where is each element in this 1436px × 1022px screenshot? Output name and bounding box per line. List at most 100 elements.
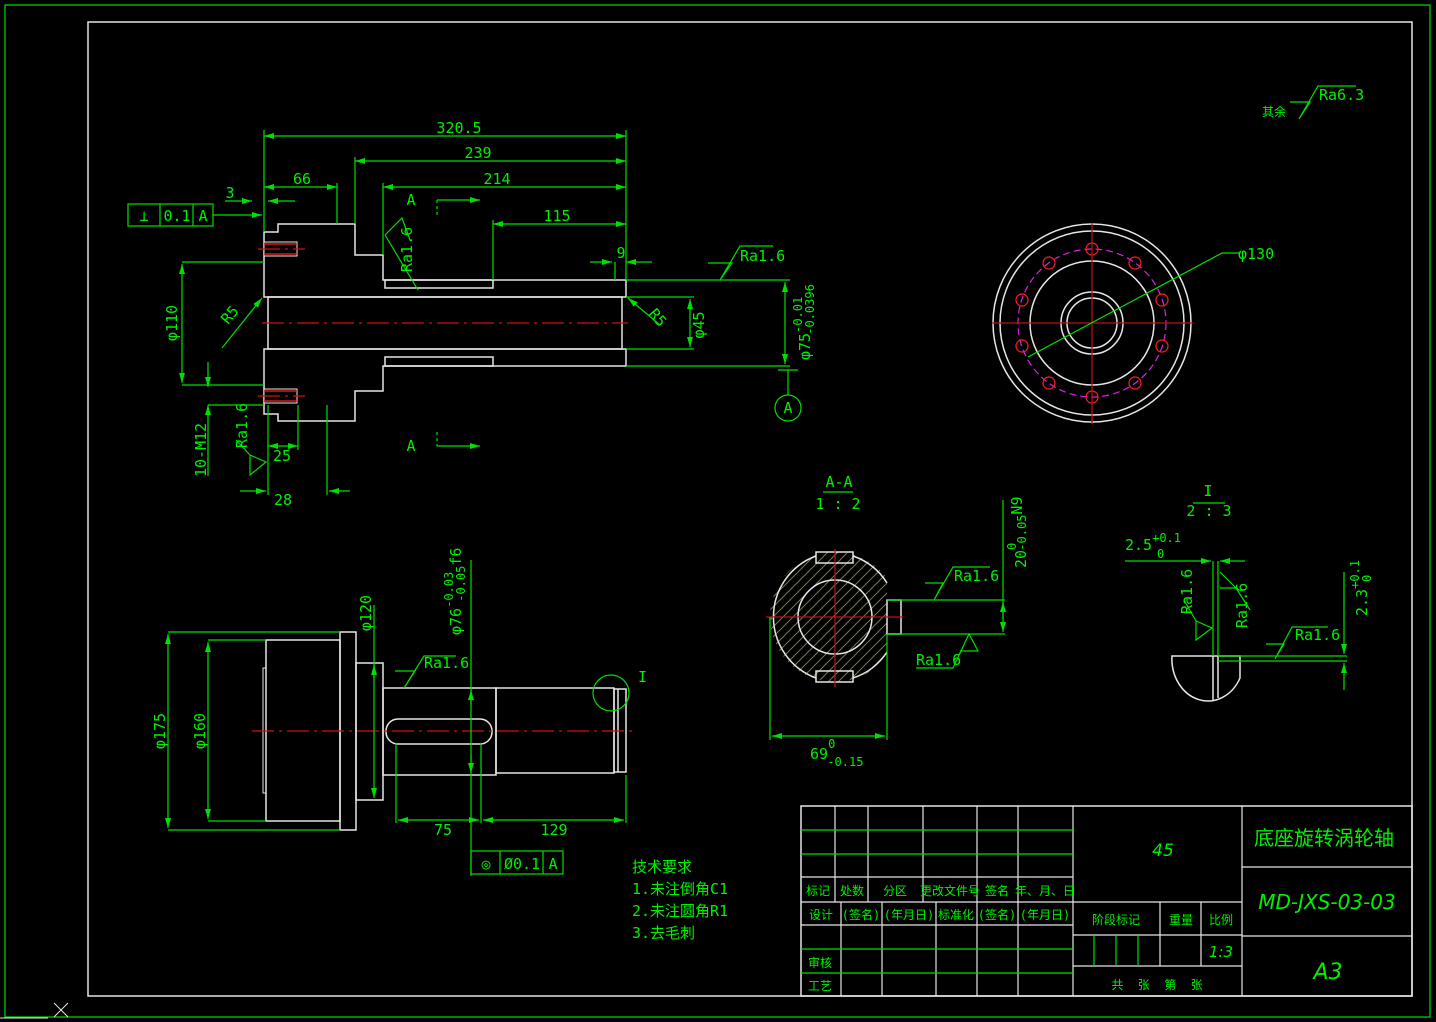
tb-standardization: 标准化 <box>938 908 974 922</box>
dim-d110: φ110 <box>163 305 181 341</box>
gdt-perpendicularity-tolerance: 0.1 <box>163 207 190 225</box>
tech-requirement-2: 2.未注圆角R1 <box>632 902 728 920</box>
dim-d76: φ76-0.03-0.05f6 <box>442 548 468 635</box>
gdt-perpendicularity-datum: A <box>198 207 207 225</box>
tb-drawing-number: MD-JXS-03-03 <box>1258 890 1396 914</box>
gdt-concentricity-symbol: ◎ <box>481 855 490 873</box>
tb-header-change-doc: 更改文件号 <box>920 883 980 898</box>
ucs-icon <box>0 1002 69 1019</box>
main-section-view <box>258 223 628 422</box>
section-aa-scale: 1 : 2 <box>815 495 860 513</box>
tb-std-date: (年月日) <box>1020 908 1070 922</box>
dim-d160: φ160 <box>191 713 209 749</box>
tb-ratio: 比例 <box>1209 913 1233 927</box>
section-mark-bottom: A <box>406 437 415 455</box>
side-view <box>252 631 632 831</box>
dim-214: 214 <box>483 170 510 188</box>
dim-overall-length: 320.5 <box>436 119 481 137</box>
tb-sheet-size: A3 <box>1311 960 1342 985</box>
tb-design-signature: (签名) <box>842 907 880 922</box>
tech-requirements-title: 技术要求 <box>632 858 692 876</box>
dim-115: 115 <box>543 207 570 225</box>
detail-i-view <box>1171 655 1241 702</box>
general-roughness-label: 其余 <box>1262 104 1286 119</box>
tech-requirement-1: 1.未注倒角C1 <box>632 880 728 898</box>
tb-material: 45 <box>1152 841 1174 861</box>
pcd-label: φ130 <box>1238 245 1274 263</box>
dim-2-3: 2.3+0.10 <box>1348 560 1374 616</box>
roughness-i-2: Ra1.6 <box>1233 583 1251 628</box>
tb-sheets: 共 张 第 张 <box>1111 978 1202 992</box>
hatched-body-bottom <box>263 348 627 422</box>
tb-header-zone: 分区 <box>883 884 907 898</box>
dim-25: 25 <box>273 447 291 465</box>
roughness-main-2: Ra1.6 <box>398 227 416 272</box>
keyway-top <box>384 279 494 289</box>
dim-20-keyway: 200-0.05N9 <box>1005 497 1030 568</box>
main-view-dimensions <box>179 130 798 495</box>
dim-d75: φ75-0.01-0.0396 <box>791 284 817 360</box>
dim-3: 3 <box>225 184 234 202</box>
tb-part-name: 底座旋转涡轮轴 <box>1254 826 1394 850</box>
dim-239: 239 <box>464 144 491 162</box>
tb-stage-mark: 阶段标记 <box>1092 912 1140 927</box>
tb-header-mark: 标记 <box>806 884 830 898</box>
tb-design: 设计 <box>809 908 833 922</box>
end-view <box>992 223 1240 424</box>
detail-i-circle <box>592 674 630 712</box>
roughness-main-3: Ra1.6 <box>233 403 251 448</box>
roughness-main-1: Ra1.6 <box>740 247 785 265</box>
title-block <box>800 805 1413 997</box>
section-aa-view <box>766 549 903 687</box>
dim-9: 9 <box>616 244 625 262</box>
tb-header-count: 处数 <box>840 883 864 898</box>
tb-std-signature: (签名) <box>978 907 1016 922</box>
section-mark-top: A <box>406 191 415 209</box>
side-view-dimensions <box>165 560 630 876</box>
tb-scale-value: 1:3 <box>1209 943 1233 961</box>
keyway-bottom <box>384 356 494 367</box>
dim-129: 129 <box>540 821 567 839</box>
tb-review: 审核 <box>808 955 832 970</box>
thread-callout: 10-M12 <box>192 423 210 477</box>
tb-header-date: 年、月、日 <box>1015 884 1075 898</box>
section-aa-dimensions <box>769 491 1006 740</box>
roughness-aa-1: Ra1.6 <box>954 567 999 585</box>
dim-d45: φ45 <box>690 311 708 338</box>
tech-requirement-3: 3.去毛刺 <box>632 924 695 942</box>
dim-66: 66 <box>293 170 311 188</box>
radius-right: R5 <box>645 305 670 330</box>
tb-header-signature: 签名 <box>985 883 1009 898</box>
roughness-i-3: Ra1.6 <box>1295 626 1340 644</box>
detail-i-title: I <box>1203 482 1212 500</box>
dim-69: 690-0.15 <box>810 737 863 769</box>
dim-d120: φ120 <box>357 595 375 631</box>
roughness-side: Ra1.6 <box>424 654 469 672</box>
gdt-concentricity-tolerance: Ø0.1 <box>504 855 540 873</box>
detail-i-label: I <box>638 668 647 686</box>
tb-weight: 重量 <box>1169 913 1193 927</box>
outer-border <box>4 4 1431 1018</box>
radius-left: R5 <box>217 302 242 327</box>
threaded-hole-top <box>258 241 305 257</box>
section-aa-title: A-A <box>825 473 852 491</box>
gdt-concentricity-datum: A <box>548 855 557 873</box>
roughness-aa-2: Ra1.6 <box>916 651 961 669</box>
tb-process: 工艺 <box>808 979 832 993</box>
gdt-perpendicularity-frame <box>127 203 214 227</box>
roughness-i-1: Ra1.6 <box>1178 569 1196 614</box>
hatched-body-top <box>263 223 627 298</box>
datum-a-label: A <box>783 399 792 417</box>
dim-28: 28 <box>274 491 292 509</box>
tb-design-date: (年月日) <box>884 908 934 922</box>
general-roughness-symbol <box>1290 85 1356 120</box>
gdt-perpendicularity-symbol: ⊥ <box>139 207 148 225</box>
dim-75: 75 <box>434 821 452 839</box>
general-roughness-value: Ra6.3 <box>1319 86 1364 104</box>
threaded-hole-bottom <box>258 388 305 404</box>
detail-i-scale: 2 : 3 <box>1186 502 1231 520</box>
dim-d175: φ175 <box>151 713 169 749</box>
datum-a-symbol <box>774 394 802 422</box>
